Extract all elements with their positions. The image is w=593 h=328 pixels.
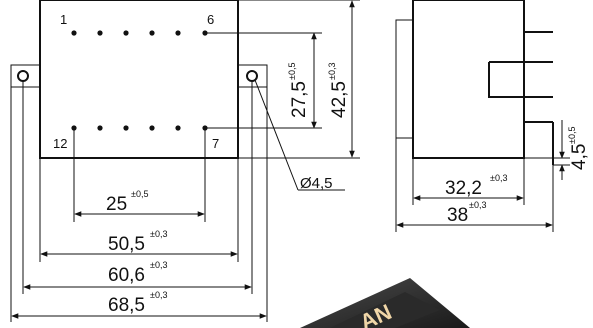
dim-body-depth-value: 32,2 bbox=[445, 178, 482, 199]
mounting-tab-left bbox=[10, 64, 41, 88]
dim-total-depth-value: 38 bbox=[447, 205, 468, 226]
side-body bbox=[412, 0, 525, 159]
dim-hole-spacing-tol: ±0,3 bbox=[150, 260, 167, 270]
pin-label-7: 7 bbox=[212, 136, 219, 151]
mounting-hole-right bbox=[246, 70, 258, 82]
dim-pin-spacing-value: 27,5 bbox=[289, 81, 310, 118]
dim-body-height-tol: ±0,3 bbox=[327, 63, 337, 80]
dim-body-height-value: 42,5 bbox=[329, 81, 350, 118]
dim-pin-spacing-tol: ±0,5 bbox=[287, 63, 297, 80]
dim-body-width-tol: ±0,3 bbox=[150, 229, 167, 239]
mounting-hole-left bbox=[17, 70, 29, 82]
side-pin-bracket bbox=[488, 61, 524, 98]
dim-body-width-value: 50,5 bbox=[108, 234, 145, 255]
dim-total-depth-tol: ±0,3 bbox=[469, 200, 486, 210]
dim-pin-row-tol: ±0,5 bbox=[131, 189, 148, 199]
dim-pin-length-tol: ±0,5 bbox=[567, 127, 577, 144]
product-photo: AN bbox=[300, 278, 470, 328]
pin-label-1: 1 bbox=[60, 12, 67, 27]
dim-pin-row-value: 25 bbox=[106, 194, 127, 215]
dim-total-length-value: 68,5 bbox=[108, 295, 145, 316]
pin-label-6: 6 bbox=[207, 12, 214, 27]
side-view: 4,5 ±0,5 32,2 ±0,3 38 ±0,3 bbox=[395, 0, 590, 232]
dim-body-depth-tol: ±0,3 bbox=[490, 173, 507, 183]
dim-hole-diameter: Ø4,5 bbox=[300, 175, 333, 192]
dim-hole-spacing-value: 60,6 bbox=[108, 265, 145, 286]
front-view: 1 6 12 7 27,5 ±0,5 42,5 ±0,3 Ø4,5 bbox=[10, 0, 360, 322]
pin-row-top bbox=[71, 30, 208, 36]
pin-label-12: 12 bbox=[53, 136, 67, 151]
pin-row-bottom bbox=[71, 125, 208, 131]
dim-pin-length-value: 4,5 bbox=[569, 144, 590, 170]
side-plate bbox=[395, 19, 414, 139]
hole-diameter-leader bbox=[254, 79, 299, 191]
dim-total-length-tol: ±0,3 bbox=[150, 290, 167, 300]
